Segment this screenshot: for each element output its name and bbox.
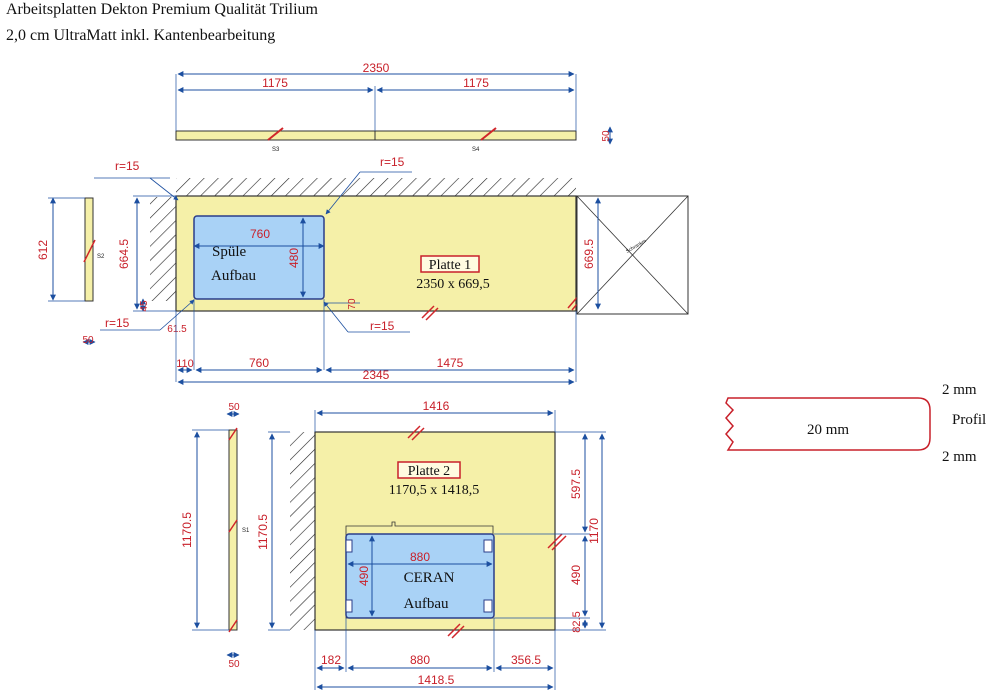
dim-sink-width: 760 <box>250 227 270 241</box>
dim-plate2-total: 1418.5 <box>418 673 455 687</box>
cooktop-cutout <box>345 533 495 619</box>
profile-top-bevel: 2 mm <box>942 382 977 398</box>
profile-label: Profil <box>952 412 986 428</box>
dim-plate2-top: 1416 <box>423 399 450 413</box>
strip-top: S3 S4 2350 1175 1175 50 <box>175 61 613 153</box>
dim-plate2-r82: 82.5 <box>571 611 583 632</box>
strip-s1-body <box>228 429 238 631</box>
dim-strip-top-right: 1175 <box>463 76 489 90</box>
wall-hatch-left <box>150 197 176 301</box>
dim-plate1-b1475: 1475 <box>437 356 464 370</box>
plate-1-name: Platte 1 <box>429 258 471 273</box>
dim-strip-top-left: 1175 <box>262 76 288 90</box>
dim-plate2-r490: 490 <box>569 565 583 585</box>
dim-strip-top-thick: 50 <box>601 130 612 142</box>
strip-top-body <box>175 130 577 141</box>
radius-label-1: r=15 <box>115 159 140 173</box>
dim-plate2-b182: 182 <box>321 653 341 667</box>
cooktop-label-line2: Aufbau <box>404 596 449 612</box>
plate-1-name-box <box>420 255 480 273</box>
dim-sink-height: 480 <box>287 248 301 268</box>
dim-plate1-right-height: 669.5 <box>582 239 596 269</box>
strip-s2-label: S2 <box>97 254 105 260</box>
dim-strip-s2-height: 612 <box>36 240 50 260</box>
sink-label-line1: Spüle <box>212 244 247 260</box>
dim-strip-s1-height: 1170.5 <box>180 512 194 548</box>
plate-2-size: 1170,5 x 1418,5 <box>389 483 479 498</box>
plate-1: 760 480 Spüle Aufbau Platte 1 2350 x 669… <box>94 155 689 385</box>
profile-bottom-bevel: 2 mm <box>942 449 977 465</box>
dim-plate1-bottom-small: 70 <box>347 298 358 310</box>
dim-cooktop-height: 490 <box>357 566 371 586</box>
dim-plate1-left-height: 664.5 <box>117 239 131 269</box>
dim-plate1-left-small: 45 <box>139 300 150 312</box>
profile-shape <box>725 397 931 451</box>
dim-plate1-gap-left: 61.5 <box>167 324 187 335</box>
edge-profile: 20 mm 2 mm Profil 2 mm <box>725 382 986 465</box>
cooktop-label-line1: CERAN <box>404 570 455 586</box>
sink-label-line2: Aufbau <box>211 268 256 284</box>
dim-strip-s2-thick: 50 <box>82 335 94 346</box>
strip-s2: S2 612 50 <box>36 197 105 346</box>
dim-strip-s1-thick-top: 50 <box>228 402 240 413</box>
dim-plate2-left-height: 1170.5 <box>256 514 270 550</box>
sink-cutout <box>193 215 325 300</box>
wall-hatch-top <box>176 178 576 196</box>
dim-plate2-r597: 597.5 <box>569 469 583 499</box>
dim-plate2-b880: 880 <box>410 653 430 667</box>
dim-plate2-r1170: 1170 <box>587 518 601 544</box>
profile-thickness: 20 mm <box>807 422 849 438</box>
dim-strip-s1-thick-bottom: 50 <box>228 659 240 670</box>
strip-top-label-right: S4 <box>472 147 480 153</box>
dim-plate1-b760: 760 <box>249 356 269 370</box>
wall-hatch-plate2 <box>290 432 315 630</box>
page-title: Arbeitsplatten Dekton Premium Qualität T… <box>6 1 318 18</box>
strip-s2-body <box>84 197 94 302</box>
radius-label-3: r=15 <box>105 316 130 330</box>
plate-2-name-box <box>397 461 461 479</box>
strip-top-label-left: S3 <box>272 147 280 153</box>
radius-label-4: r=15 <box>370 319 395 333</box>
dim-plate1-b110: 110 <box>176 358 194 370</box>
dim-strip-top-total: 2350 <box>363 61 390 75</box>
strip-s1: S1 1170.5 50 50 <box>180 402 250 670</box>
dim-cooktop-width: 880 <box>410 550 430 564</box>
page-subtitle: 2,0 cm UltraMatt inkl. Kantenbearbeitung <box>6 27 276 44</box>
dim-plate2-b356: 356.5 <box>511 653 541 667</box>
strip-s1-label: S1 <box>242 528 250 534</box>
dim-plate1-total: 2345 <box>363 368 390 382</box>
plate-2: 880 490 CERAN Aufbau Platte 2 1170,5 x 1… <box>256 399 606 690</box>
radius-label-2: r=15 <box>380 155 405 169</box>
plate-2-name: Platte 2 <box>408 464 450 479</box>
plate-1-size: 2350 x 669,5 <box>416 277 490 292</box>
